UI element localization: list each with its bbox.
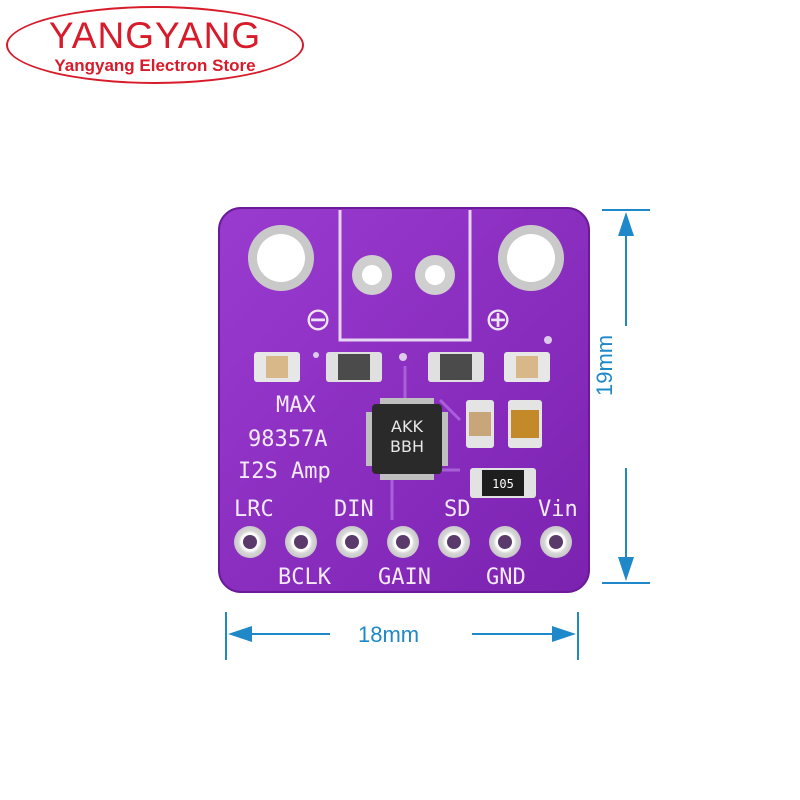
resistor-105: 105 [470,468,536,498]
ic-chip: AKK BBH [366,398,448,480]
silkscreen-i2s-amp: I2S Amp [238,459,331,484]
ic-marking-line2: BBH [390,437,424,456]
logo-store-name: Yangyang Electron Store [54,56,256,75]
speaker-pad-plus [415,255,455,295]
height-dimension-arrow [602,209,650,584]
inductor-right [428,352,484,382]
mounting-hole-right [498,225,564,291]
pin-label-din: DIN [334,497,374,522]
capacitor-vertical-1 [466,400,494,448]
pin-label-bclk: BCLK [278,565,332,590]
capacitor-left [254,352,300,382]
logo-brand-name: YANGYANG [48,15,262,56]
width-dimension-label: 18mm [358,622,420,647]
pcb-traces [390,366,462,520]
width-dimension-arrow [225,612,579,660]
inductor-left [326,352,382,382]
silkscreen-98357a: 98357A [248,427,327,452]
pin-label-vin: Vin [538,497,578,522]
store-logo: YANGYANG Yangyang Electron Store [6,6,304,84]
terminal-outline [338,210,472,342]
pin-label-sd: SD [444,497,471,522]
plus-symbol: ⊕ [485,300,512,338]
ic-marking-line1: AKK [391,417,423,436]
pin-label-gnd: GND [486,565,526,590]
height-dimension-label: 19mm [592,334,617,396]
mounting-hole-left [248,225,314,291]
silkscreen-max: MAX [276,393,316,418]
logo-ellipse [6,6,304,84]
speaker-pad-minus [352,255,392,295]
pin-label-lrc: LRC [234,497,274,522]
capacitor-right [504,352,550,382]
resistor-code: 105 [492,477,514,491]
header-pads [234,526,572,558]
pin-label-gain: GAIN [378,565,431,590]
minus-symbol: ⊖ [305,300,332,338]
capacitor-vertical-2 [508,400,542,448]
